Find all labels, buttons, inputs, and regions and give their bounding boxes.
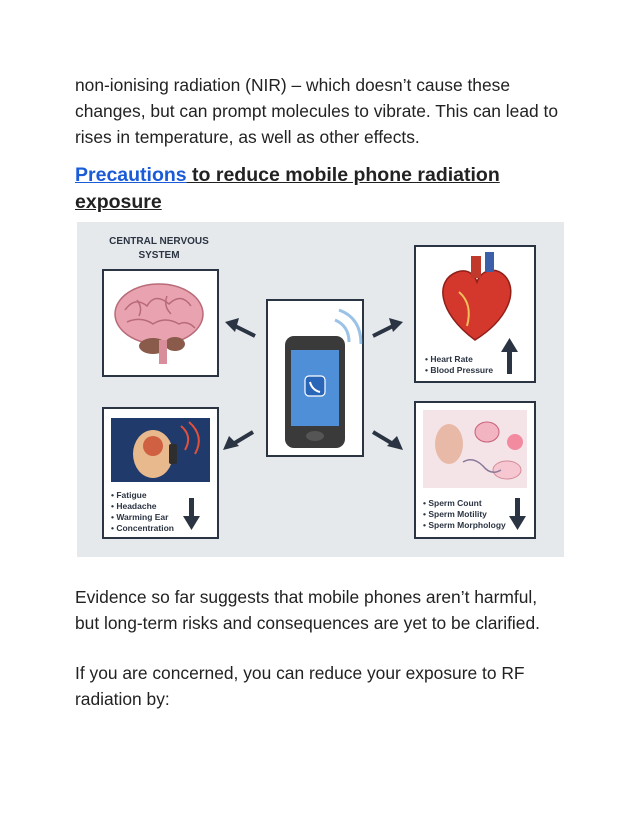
- down-arrow-icon: [509, 498, 526, 530]
- evidence-paragraph: Evidence so far suggests that mobile pho…: [75, 587, 540, 633]
- radiation-effects-figure: CENTRAL NERVOUS SYSTEM • Heart Rate • Bl…: [77, 222, 564, 557]
- up-arrow-icon: [501, 338, 518, 374]
- head-pain-icon: [111, 418, 210, 482]
- heart-item-2: • Blood Pressure: [425, 365, 493, 375]
- concern-paragraph: If you are concerned, you can reduce you…: [75, 663, 525, 709]
- head-item-2: • Headache: [111, 501, 157, 511]
- heart-icon: [442, 252, 512, 341]
- heart-panel: • Heart Rate • Blood Pressure: [414, 245, 536, 383]
- reproductive-panel: • Sperm Count • Sperm Motility • Sperm M…: [414, 401, 536, 539]
- precautions-link[interactable]: Precautions: [75, 164, 187, 186]
- head-item-3: • Warming Ear: [111, 512, 169, 522]
- arrow-to-head-icon: [223, 430, 255, 450]
- head-item-4: • Concentration: [111, 523, 174, 533]
- down-arrow-icon: [183, 498, 200, 530]
- brain-icon: [114, 283, 204, 364]
- intro-paragraph: non-ionising radiation (NIR) – which doe…: [75, 75, 559, 147]
- section-heading: Precautions to reduce mobile phone radia…: [75, 162, 545, 216]
- cns-title-line1: CENTRAL NERVOUS: [109, 236, 209, 247]
- repro-item-2: • Sperm Motility: [423, 509, 487, 519]
- head-panel: • Fatigue • Headache • Warming Ear • Con…: [102, 407, 219, 539]
- reproductive-icon: [423, 410, 527, 488]
- cns-title-line2: SYSTEM: [138, 250, 179, 261]
- repro-item-1: • Sperm Count: [423, 498, 482, 508]
- arrow-to-brain-icon: [225, 318, 256, 338]
- mobile-phone-icon: [285, 336, 345, 448]
- phone-panel: [266, 299, 364, 457]
- brain-panel: [102, 269, 219, 377]
- repro-item-3: • Sperm Morphology: [423, 520, 506, 530]
- arrow-to-heart-icon: [372, 318, 403, 338]
- signal-waves-icon: [334, 308, 363, 345]
- head-item-1: • Fatigue: [111, 490, 147, 500]
- heading-rest-text: to reduce mobile phone radiation exposur…: [75, 164, 500, 213]
- arrow-to-reproductive-icon: [371, 430, 403, 450]
- heart-item-1: • Heart Rate: [425, 354, 473, 364]
